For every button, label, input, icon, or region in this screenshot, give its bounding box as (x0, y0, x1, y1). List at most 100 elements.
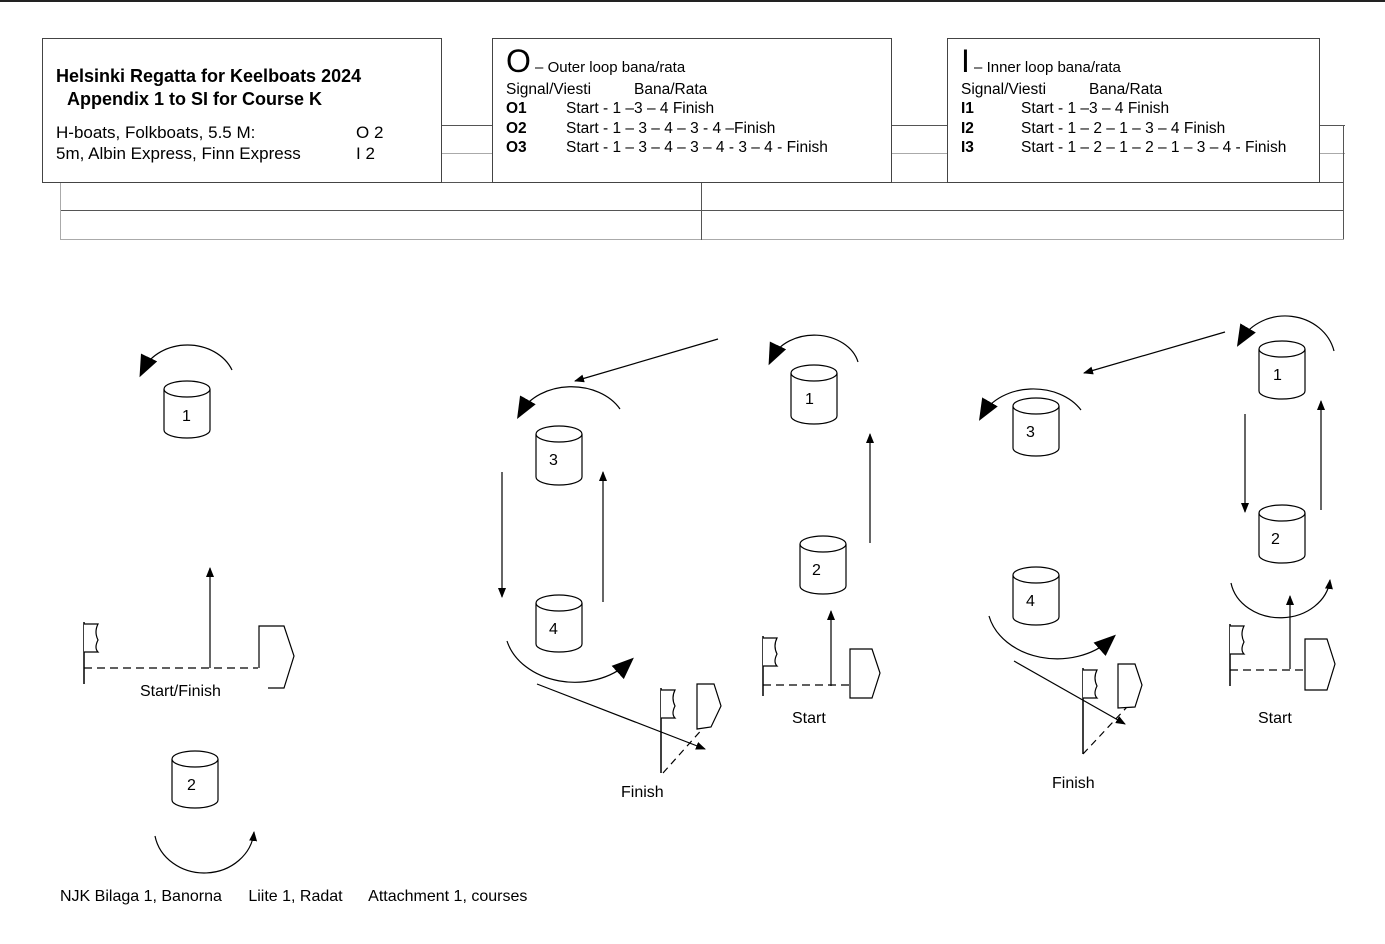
outer-loop-box: O – Outer loop bana/rata Signal/Viesti Ba… (492, 38, 892, 183)
course-sequence: Start - 1 – 3 – 4 – 3 – 4 - 3 – 4 - Fini… (566, 139, 828, 156)
committee-boat-icon (1304, 638, 1336, 691)
inner-loop-letter: I (961, 43, 970, 79)
grid-row-line (440, 153, 1345, 154)
committee-boat-icon (849, 648, 881, 699)
rounding-arrow-mark-2 (154, 831, 258, 874)
mark-buoy-1: 1 (1258, 340, 1306, 400)
mark-buoy-2: 2 (1258, 504, 1306, 564)
legend-panel: 1 Start/Finish 2 (83, 344, 295, 874)
finish-pin-flag (1082, 668, 1099, 754)
inner-loop-heading: I – Inner loop bana/rata (961, 45, 1121, 77)
finish-label: Finish (621, 784, 664, 801)
footer-finnish: Liite 1, Radat (248, 888, 343, 905)
rounding-arrow-mark-4 (988, 615, 1116, 660)
document-subtitle: Appendix 1 to SI for Course K (67, 89, 323, 109)
inner-loop-column-headers: Signal/Viesti Bana/Rata (961, 81, 1162, 99)
signal-row: O3 Start - 1 – 3 – 4 – 3 – 4 - 3 – 4 - Fi… (506, 139, 828, 157)
mark-label: 1 (182, 408, 191, 425)
signal-code: O1 (506, 100, 527, 117)
rounding-arrow-mark-3 (978, 388, 1082, 421)
outer-loop-panel: 3 4 Finish 1 2 (498, 334, 881, 801)
mark-buoy-1: 1 (163, 380, 211, 439)
mark-buoy-4: 4 (535, 594, 583, 653)
signal-row: O2 Start - 1 – 3 – 4 – 3 - 4 –Finish (506, 120, 775, 138)
course-sequence: Start - 1 –3 – 4 Finish (1021, 100, 1170, 117)
footer-english: Attachment 1, courses (368, 888, 528, 905)
mark-label: 2 (187, 777, 196, 794)
outer-loop-title: – Outer loop bana/rata (530, 59, 686, 76)
inner-loop-box: I – Inner loop bana/rata Signal/Viesti Ba… (947, 38, 1320, 183)
outer-loop-heading: O – Outer loop bana/rata (506, 45, 685, 77)
title-box: Helsinki Regatta for Keelboats 2024 Appe… (42, 38, 442, 183)
signal-column-header: Signal/Viesti (961, 81, 1047, 98)
mark-buoy-3: 3 (1012, 397, 1060, 457)
leg-arrow-1-to-3 (574, 338, 719, 383)
mark-label: 1 (805, 391, 814, 408)
finish-boat-icon (1117, 663, 1143, 709)
signal-code: I2 (961, 120, 974, 137)
class-course: O 2 (356, 123, 384, 142)
grid-row-line (60, 239, 1344, 240)
start-finish-label: Start/Finish (140, 683, 221, 700)
course-column-header: Bana/Rata (634, 81, 708, 98)
rounding-arrow-mark-2 (1230, 579, 1333, 619)
outer-loop-column-headers: Signal/Viesti Bana/Rata (506, 81, 707, 99)
start-pin-flag (1229, 624, 1246, 686)
grid-row-line (60, 210, 1344, 211)
footer-swedish: NJK Bilaga 1, Banorna (60, 888, 222, 905)
signal-code: O3 (506, 139, 527, 156)
course-sequence: Start - 1 – 2 – 1 – 3 – 4 Finish (1021, 120, 1226, 137)
signal-row: I1 Start - 1 –3 – 4 Finish (961, 100, 1169, 118)
rounding-arrow-mark-1 (139, 344, 233, 378)
course-sequence: Start - 1 –3 – 4 Finish (566, 100, 715, 117)
pin-end-flag (83, 622, 100, 684)
grid-row-line (440, 125, 1345, 126)
signal-code: I1 (961, 100, 974, 117)
signal-row: I2 Start - 1 – 2 – 1 – 3 – 4 Finish (961, 120, 1225, 138)
class-names: H-boats, Folkboats, 5.5 M: (56, 123, 256, 142)
leg-arrow-to-finish (1013, 660, 1126, 725)
start-label: Start (792, 710, 826, 727)
mark-buoy-4: 4 (1012, 566, 1060, 626)
inner-loop-panel: 3 4 Finish 1 2 (978, 315, 1336, 792)
finish-pin-flag (660, 688, 677, 773)
finish-line (662, 725, 706, 774)
mark-label: 1 (1273, 367, 1282, 384)
mark-label: 3 (1026, 424, 1035, 441)
footer-attachment-note: NJK Bilaga 1, Banorna Liite 1, Radat Att… (60, 888, 549, 906)
leg-arrow-1-to-3 (1083, 331, 1226, 375)
document-title: Helsinki Regatta for Keelboats 2024 (56, 66, 362, 86)
grid-col-line (701, 183, 702, 240)
course-sequence: Start - 1 – 3 – 4 – 3 - 4 –Finish (566, 120, 776, 137)
course-column-header: Bana/Rata (1089, 81, 1163, 98)
course-sequence: Start - 1 – 2 – 1 – 2 – 1 – 3 – 4 - Fini… (1021, 139, 1287, 156)
finish-boat-icon (696, 683, 722, 730)
committee-boat-icon (258, 625, 295, 689)
finish-line (1082, 706, 1128, 755)
class-names: 5m, Albin Express, Finn Express (56, 144, 301, 163)
mark-label: 3 (549, 452, 558, 469)
rounding-arrow-mark-1 (1236, 315, 1335, 352)
start-label: Start (1258, 710, 1292, 727)
mark-buoy-2: 2 (799, 535, 847, 595)
signal-row: I3 Start - 1 – 2 – 1 – 2 – 1 – 3 – 4 - Fi… (961, 139, 1286, 157)
grid-col-line (60, 183, 61, 240)
mark-label: 2 (1271, 531, 1280, 548)
inner-loop-title: – Inner loop bana/rata (969, 59, 1121, 76)
mark-label: 4 (1026, 593, 1035, 610)
rounding-arrow-mark-4 (506, 640, 634, 683)
finish-label: Finish (1052, 775, 1095, 792)
mark-buoy-2: 2 (171, 750, 219, 809)
mark-label: 4 (549, 621, 558, 638)
leg-arrow-to-finish (536, 683, 706, 750)
signal-code: O2 (506, 120, 527, 137)
start-pin-flag (762, 636, 779, 696)
rounding-arrow-mark-1 (768, 334, 859, 366)
outer-loop-letter: O (506, 43, 531, 79)
signal-code: I3 (961, 139, 974, 156)
page-top-border (0, 0, 1385, 2)
mark-buoy-1: 1 (790, 364, 838, 425)
signal-column-header: Signal/Viesti (506, 81, 592, 98)
